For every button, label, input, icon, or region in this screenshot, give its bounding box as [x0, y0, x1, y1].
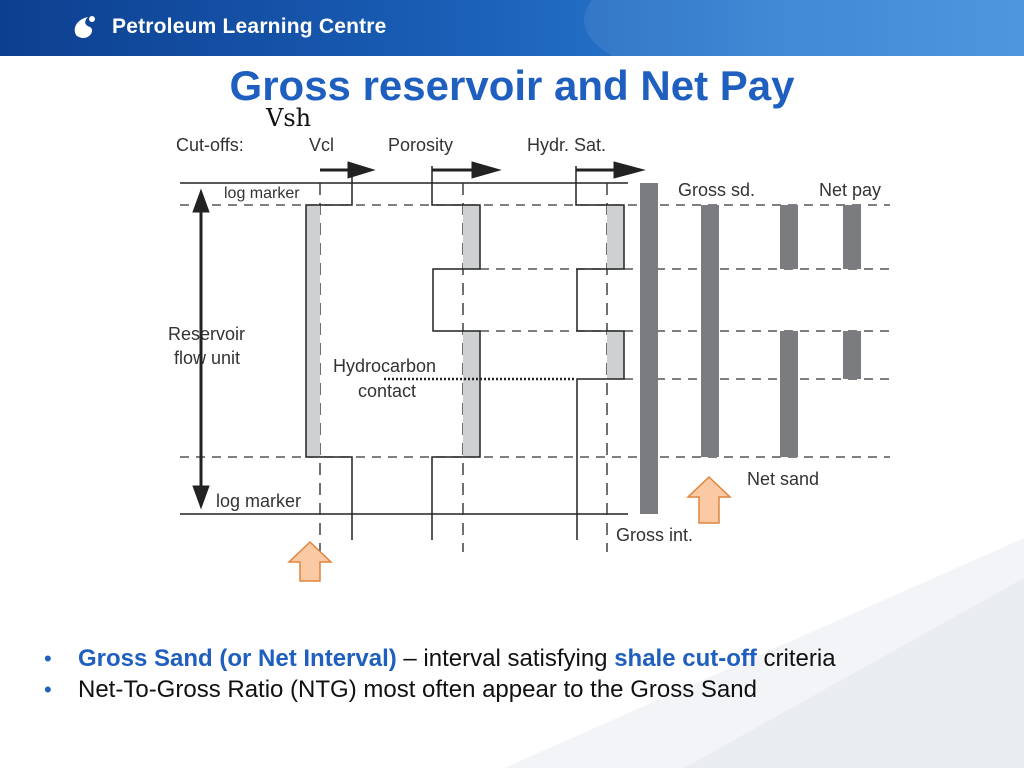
slide-title: Gross reservoir and Net Pay [229, 62, 795, 109]
net-sand-bar-2 [780, 331, 798, 457]
gross-sand-pointer-arrow-icon [686, 475, 732, 524]
cutoffs-label: Cut-offs: [176, 135, 244, 155]
reservoir-arrow-bottom-head [192, 485, 210, 510]
reservoir-label-line1: Reservoir [168, 324, 245, 344]
net-pay-label: Net pay [819, 180, 881, 200]
term-shale-cutoff: shale cut-off [614, 645, 757, 672]
header-swoosh [584, 0, 1024, 56]
sat-shade-1 [607, 205, 624, 269]
vcl-label: Vcl [309, 135, 334, 155]
sat-arrow-head [613, 161, 646, 179]
bullet-list: Gross Sand (or Net Interval) – interval … [40, 643, 836, 705]
porosity-log-curve [431, 166, 481, 540]
hc-contact-line2: contact [358, 381, 416, 401]
vcl-pointer-arrow-icon [287, 540, 333, 582]
header-bar: Petroleum Learning Centre [0, 0, 1024, 56]
net-sand-label: Net sand [747, 469, 819, 489]
bullet1-mid: – interval satisfying [396, 645, 615, 672]
porosity-label: Porosity [388, 135, 453, 155]
vcl-arrow-head [347, 161, 376, 179]
log-marker-top-label: log marker [224, 185, 300, 202]
porosity-arrow-head [471, 161, 502, 179]
bullet-ntg: Net-To-Gross Ratio (NTG) most often appe… [40, 674, 836, 705]
brand-name: Petroleum Learning Centre [112, 15, 387, 38]
reservoir-label-line2: flow unit [174, 348, 240, 368]
term-gross-sand: Gross Sand (or Net Interval) [78, 645, 397, 672]
sat-shade-2 [607, 331, 624, 379]
drop-logo-icon [74, 16, 95, 38]
net-pay-bar-2 [843, 331, 861, 379]
gross-sd-label: Gross sd. [678, 180, 755, 200]
porosity-shade-2 [463, 331, 480, 457]
gross-int-label: Gross int. [616, 525, 693, 545]
vcl-log-curve [305, 166, 353, 540]
gross-sand-bar [701, 205, 719, 457]
gross-int-bar [640, 183, 658, 514]
hydr-sat-label: Hydr. Sat. [527, 135, 606, 155]
vcl-shade [306, 205, 320, 457]
log-marker-bottom-label: log marker [216, 491, 301, 511]
net-pay-bar-1 [843, 205, 861, 269]
porosity-shade-1 [463, 205, 480, 269]
vsh-label: Vsh [266, 104, 312, 132]
brand: Petroleum Learning Centre [70, 13, 387, 41]
bullet1-end: criteria [756, 645, 836, 672]
bullet-gross-sand: Gross Sand (or Net Interval) – interval … [40, 643, 836, 674]
sat-log-curve [575, 166, 625, 540]
net-sand-bar-1 [780, 205, 798, 269]
reservoir-arrow-top-head [192, 188, 210, 213]
hc-contact-line1: Hydrocarbon [333, 356, 436, 376]
